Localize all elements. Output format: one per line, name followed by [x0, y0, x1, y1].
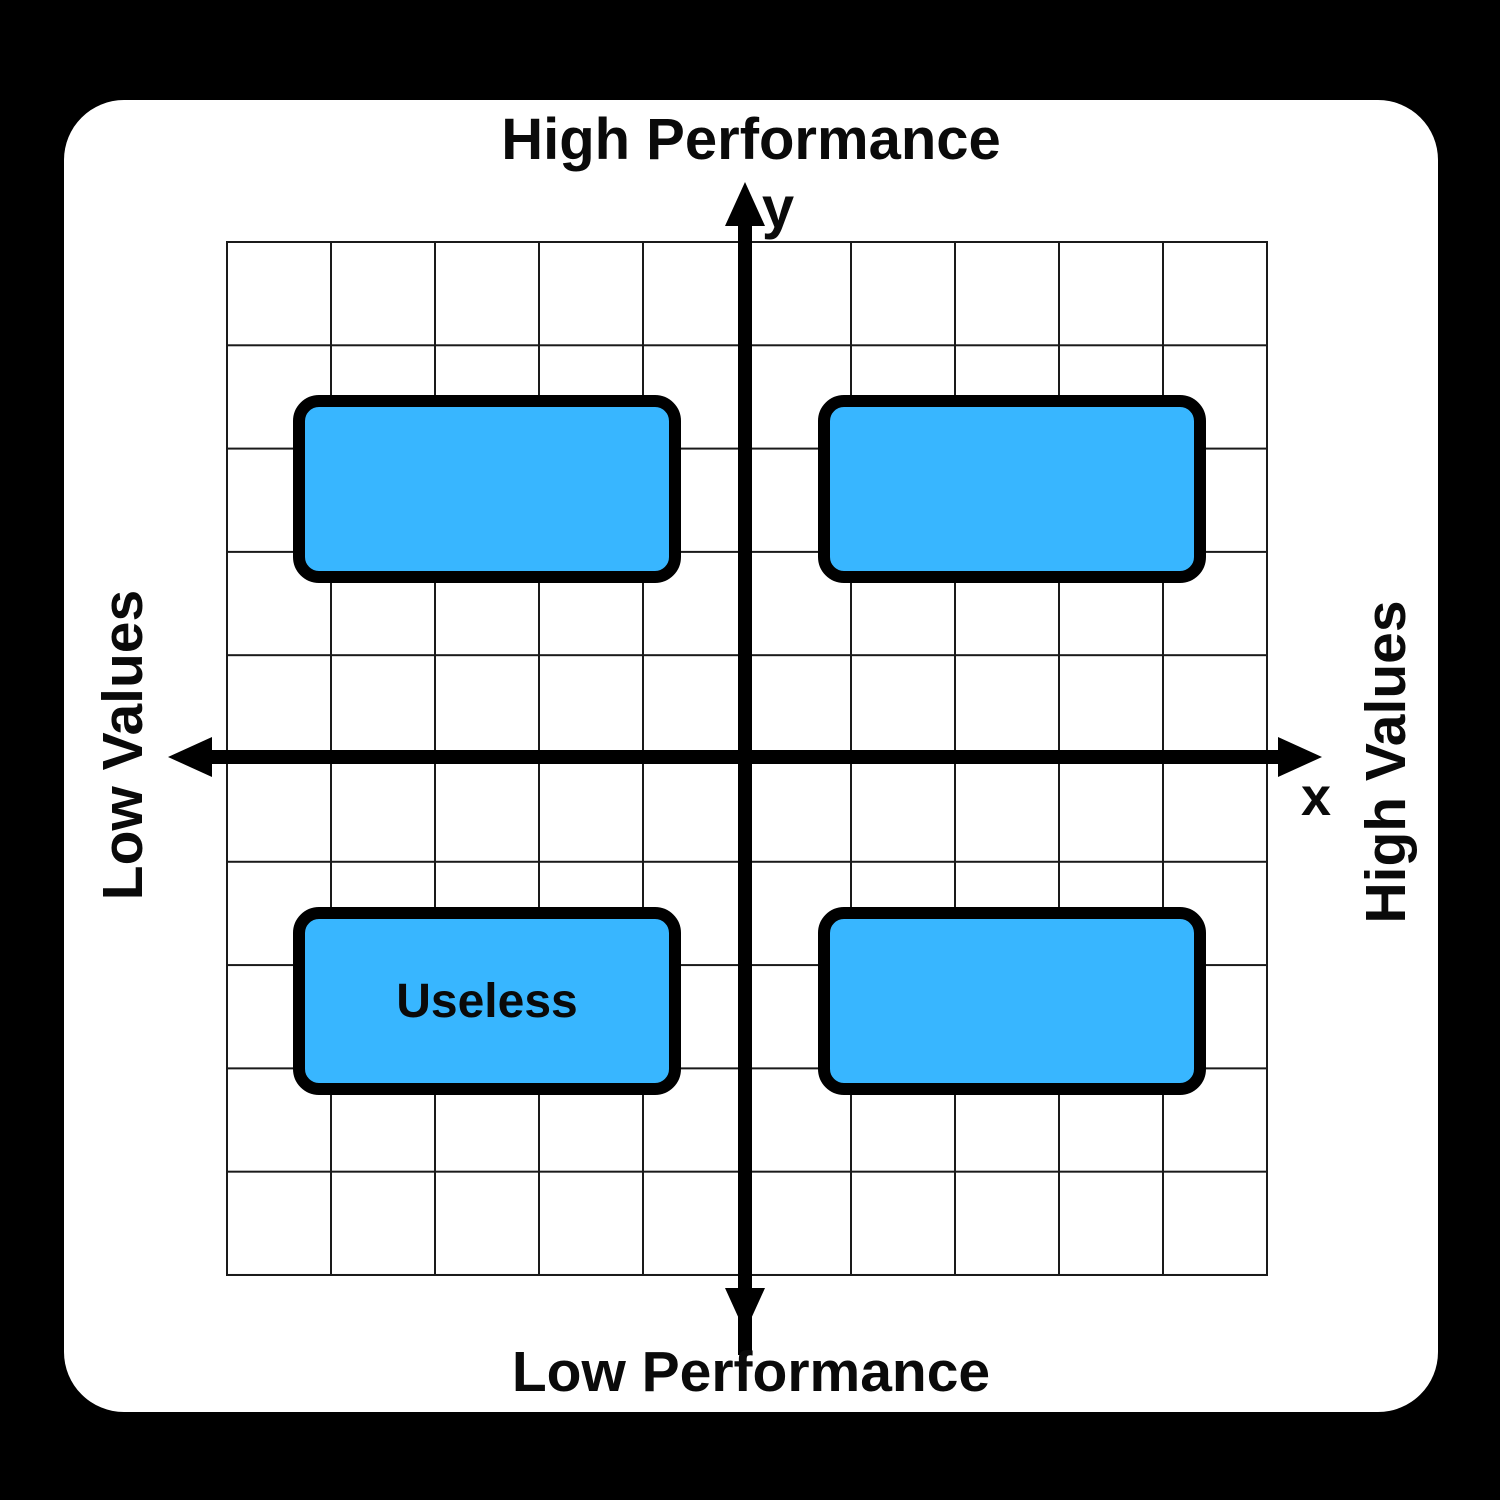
quadrant-box-bottom-left-label: Useless [396, 974, 578, 1028]
diagram-card: High Performance Low Performance Low Val… [64, 100, 1438, 1412]
high-performance-label: High Performance [501, 107, 1001, 172]
low-performance-label: Low Performance [511, 1340, 991, 1404]
high-values-label: High Values [1354, 600, 1418, 924]
quadrant-box-top-right [818, 395, 1206, 583]
quadrant-box-bottom-left: Useless [293, 907, 681, 1095]
y-axis-line [738, 215, 752, 1355]
y-axis-letter: y [761, 175, 795, 241]
quadrant-box-top-left [293, 395, 681, 583]
low-values-label: Low Values [91, 589, 155, 901]
x-axis-left-arrowhead-icon [168, 737, 212, 777]
x-axis-line [200, 750, 1290, 764]
quadrant-box-bottom-right [818, 907, 1206, 1095]
x-axis-letter: x [1300, 767, 1332, 827]
x-axis-right-arrowhead-icon [1278, 737, 1322, 777]
y-axis-up-arrowhead-icon [725, 182, 765, 226]
y-axis-down-arrowhead-icon [725, 1288, 765, 1332]
